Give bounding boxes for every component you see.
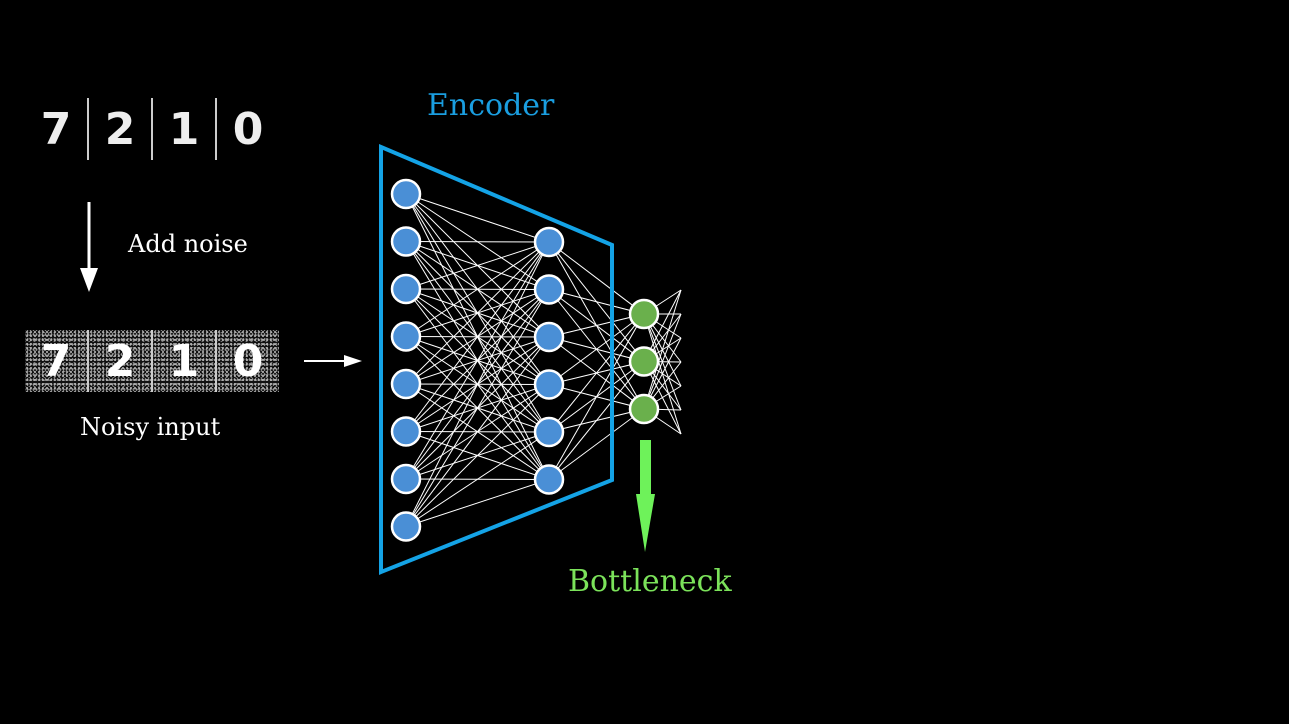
clean-digit-images: 7 2 1 0 [25, 98, 279, 160]
input-layer-node [390, 273, 422, 305]
add-noise-arrow [80, 202, 98, 292]
input-layer-node [390, 368, 422, 400]
network-edge [405, 384, 550, 527]
encoder-outline [379, 143, 614, 575]
bottleneck-node [628, 298, 660, 330]
input-layer-node [390, 321, 422, 352]
clean-digit: 1 [153, 98, 217, 160]
encoder-label: Encoder [427, 88, 555, 123]
network-edge [548, 289, 645, 315]
network-edges [405, 193, 682, 527]
noisy-digit: 1 [153, 330, 217, 392]
bottleneck-label: Bottleneck [568, 564, 732, 599]
network-edge [405, 289, 550, 527]
clean-digit: 0 [217, 98, 279, 160]
hidden-layer-node [533, 226, 565, 258]
bottleneck-node [628, 346, 660, 377]
input-layer-node [390, 463, 422, 495]
network-edge [548, 313, 645, 385]
network-edge [405, 241, 550, 243]
bottleneck-node [628, 393, 660, 425]
noisy-digit: 2 [89, 330, 153, 392]
network-edge [548, 361, 645, 480]
input-layer-node [390, 416, 422, 447]
hidden-layer-node [533, 274, 565, 305]
hidden-layer-node [533, 464, 565, 495]
hidden-layer-node [533, 416, 565, 448]
network-edge [643, 313, 682, 410]
network-edge [405, 479, 550, 527]
add-noise-label: Add noise [128, 230, 248, 258]
network-edge [548, 313, 645, 433]
input-layer-node [390, 226, 422, 257]
network-edge [405, 193, 550, 243]
network-edge [548, 313, 645, 338]
input-arrow [304, 355, 362, 367]
network-edge [405, 241, 550, 337]
network-edge [405, 241, 550, 290]
network-edge [405, 241, 550, 432]
network-edge [405, 241, 550, 480]
network-edge [548, 408, 645, 480]
network-edge [548, 313, 645, 480]
network-edge [405, 241, 550, 385]
network-edge [643, 289, 682, 410]
input-layer-node [390, 511, 422, 542]
network-edge [405, 431, 550, 527]
clean-digit: 7 [25, 98, 89, 160]
hidden-layer-node [533, 369, 565, 400]
clean-digit: 2 [89, 98, 153, 160]
noisy-digit: 7 [25, 330, 89, 392]
network-nodes [390, 178, 660, 542]
bottleneck-arrow [636, 440, 655, 552]
network-edge [405, 336, 550, 527]
noisy-input-label: Noisy input [80, 413, 221, 441]
network-edge [405, 241, 550, 527]
input-layer-node [390, 178, 422, 210]
noisy-digit: 0 [217, 330, 279, 392]
hidden-layer-node [533, 321, 565, 353]
network-edge [548, 241, 645, 315]
noisy-digit-images: 7 2 1 0 [25, 330, 279, 392]
